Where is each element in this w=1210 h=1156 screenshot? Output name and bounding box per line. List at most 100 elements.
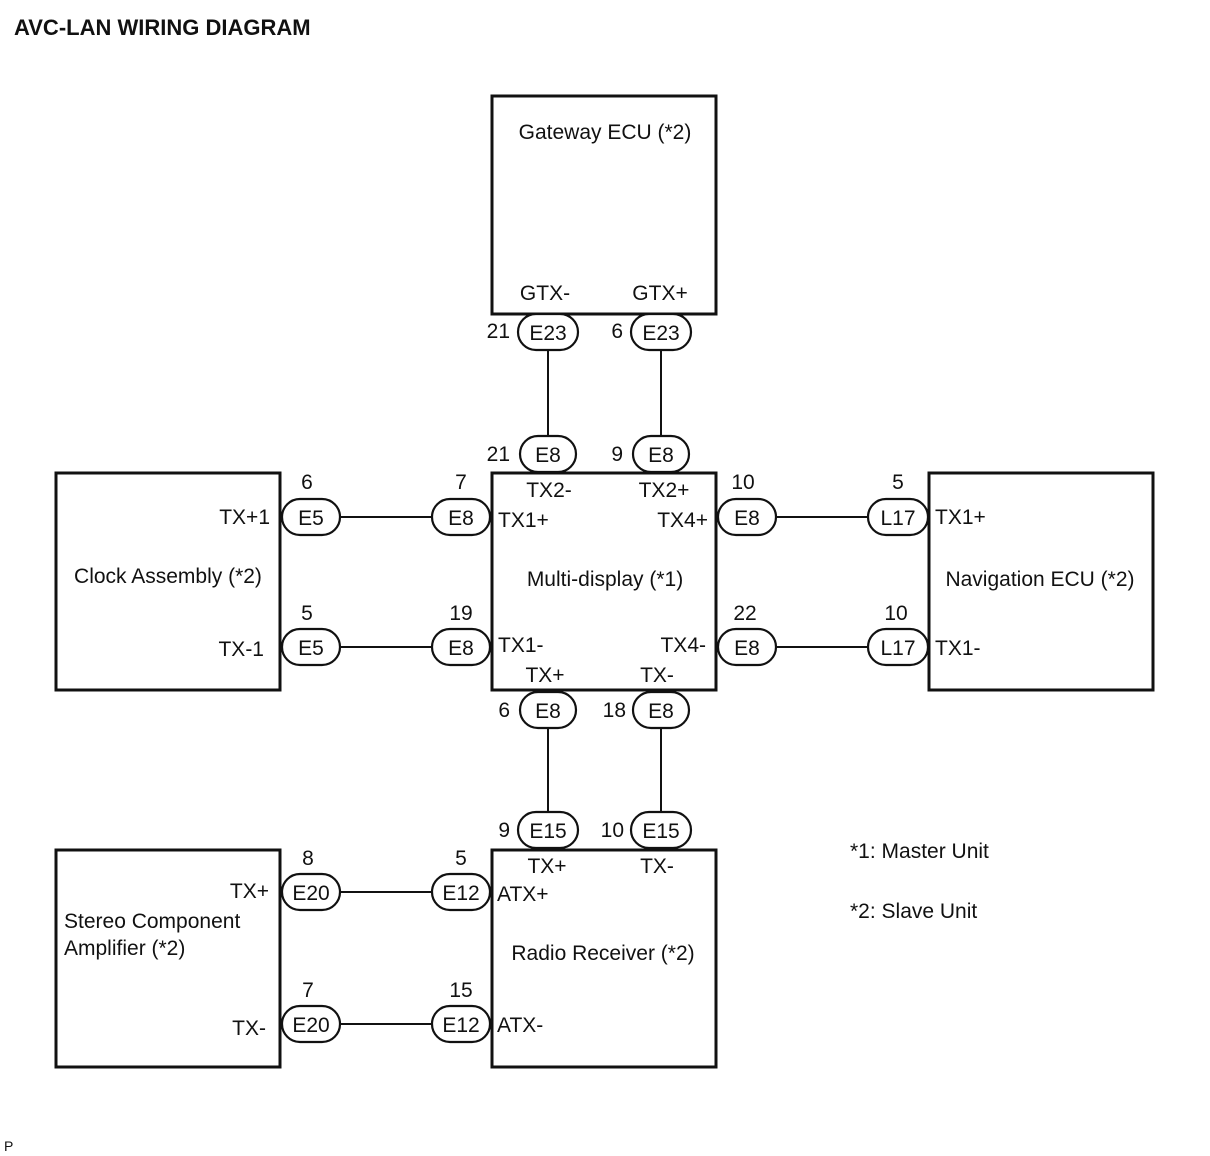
- connector-nav-a: L17 5: [866, 471, 930, 537]
- gateway-gtx-minus-label: GTX-: [520, 282, 570, 305]
- connector-pill: [430, 627, 492, 667]
- connector-md-right-a: E8 10: [716, 471, 778, 537]
- connector-pill: [518, 690, 578, 730]
- connector-code: E20: [292, 882, 329, 905]
- connector-pill: [866, 627, 930, 667]
- connector-code: E8: [648, 700, 674, 723]
- pin-number: 5: [455, 847, 467, 870]
- md-tx1-plus-label: TX1+: [498, 509, 549, 532]
- pin-number: 21: [487, 320, 510, 343]
- note-master-unit: *1: Master Unit: [850, 840, 989, 863]
- clock-tx-minus1-label: TX-1: [218, 638, 264, 661]
- connector-code: E23: [529, 322, 566, 345]
- pin-number: 7: [455, 471, 467, 494]
- stereo-amplifier-label-line1: Stereo Component: [64, 910, 240, 933]
- connector-md-top-a: E8 21: [487, 434, 578, 474]
- connector-code: E23: [642, 322, 679, 345]
- connector-pill: [631, 690, 691, 730]
- multi-display-box: [490, 471, 718, 692]
- stereo-amplifier-box: [54, 848, 282, 1069]
- connector-pill: [280, 1004, 342, 1044]
- md-tx2-plus-label: TX2+: [639, 479, 690, 502]
- connector-code: E8: [535, 700, 561, 723]
- pin-number: 5: [892, 471, 904, 494]
- radio-receiver: Radio Receiver (*2) TX+ TX- ATX+ ATX-: [490, 848, 718, 1069]
- multi-display-label: Multi-display (*1): [527, 568, 683, 591]
- pin-number: 15: [449, 979, 472, 1002]
- connector-md-right-b: E8 22: [716, 602, 778, 667]
- stereo-component-amplifier: Stereo Component Amplifier (*2) TX+ TX-: [54, 848, 282, 1069]
- pin-number: 6: [301, 471, 313, 494]
- connector-pill: [716, 497, 778, 537]
- gateway-ecu-box: [490, 94, 718, 316]
- pin-number: 19: [449, 602, 472, 625]
- connector-radio-top-b: E15 10: [601, 810, 693, 850]
- connector-pill: [280, 872, 342, 912]
- wires: [340, 350, 868, 1025]
- clock-tx-plus1-label: TX+1: [219, 506, 270, 529]
- connector-code: E8: [648, 444, 674, 467]
- connector-pill: [430, 872, 492, 912]
- connector-radio-top-a: E15 9: [498, 810, 580, 850]
- pin-number: 8: [302, 847, 314, 870]
- connector-code: E20: [292, 1014, 329, 1037]
- gateway-gtx-plus-label: GTX+: [632, 282, 687, 305]
- navigation-ecu-box: [927, 471, 1155, 692]
- connector-radio-left-b: E12 15: [430, 979, 492, 1044]
- connector-code: E5: [298, 637, 324, 660]
- connector-code: E8: [448, 507, 474, 530]
- connector-code: E12: [442, 882, 479, 905]
- multi-display: Multi-display (*1) TX2- TX2+ TX1+ TX4+ T…: [490, 471, 718, 692]
- gateway-ecu: Gateway ECU (*2) GTX- GTX+: [490, 94, 718, 316]
- connector-pill: [280, 497, 342, 537]
- pin-number: 6: [611, 320, 623, 343]
- gateway-ecu-label: Gateway ECU (*2): [519, 121, 692, 144]
- connector-pill: [516, 810, 580, 850]
- connector-pill: [716, 627, 778, 667]
- footer-mark: P: [4, 1138, 13, 1154]
- connector-code: E8: [734, 507, 760, 530]
- connector-pill: [430, 1004, 492, 1044]
- pin-number: 21: [487, 443, 510, 466]
- pin-number: 22: [733, 602, 756, 625]
- pin-number: 7: [302, 979, 314, 1002]
- connector-code: E8: [734, 637, 760, 660]
- radio-receiver-box: [490, 848, 718, 1069]
- connector-code: E8: [535, 444, 561, 467]
- connector-pill: [516, 312, 580, 352]
- connector-stereo-b: E20 7: [280, 979, 342, 1044]
- stereo-amplifier-label-line2: Amplifier (*2): [64, 937, 185, 960]
- pin-number: 18: [603, 699, 626, 722]
- connector-md-bot-a: E8 6: [498, 690, 578, 730]
- connector-code: E15: [642, 820, 679, 843]
- connector-code: L17: [880, 637, 915, 660]
- navigation-ecu-label: Navigation ECU (*2): [945, 568, 1134, 591]
- md-tx4-plus-label: TX4+: [657, 509, 708, 532]
- connector-stereo-a: E20 8: [280, 847, 342, 912]
- connector-code: E5: [298, 507, 324, 530]
- connector-clock-b: E5 5: [280, 602, 342, 667]
- md-tx-minus-label: TX-: [640, 664, 674, 687]
- radio-atx-plus-label: ATX+: [497, 883, 549, 906]
- diagram-title: AVC-LAN WIRING DIAGRAM: [14, 15, 311, 40]
- connector-pill: [631, 434, 691, 474]
- clock-assembly-box: [54, 471, 282, 692]
- pin-number: 6: [498, 699, 510, 722]
- connector-gw-b: E23 6: [611, 312, 693, 352]
- radio-tx-plus-label: TX+: [527, 855, 566, 878]
- connector-clock-a: E5 6: [280, 471, 342, 537]
- stereo-tx-minus-label: TX-: [232, 1017, 266, 1040]
- md-tx2-minus-label: TX2-: [526, 479, 572, 502]
- connector-pill: [629, 312, 693, 352]
- connector-md-top-b: E8 9: [611, 434, 691, 474]
- md-tx-plus-label: TX+: [525, 664, 564, 687]
- nav-tx1-plus-label: TX1+: [935, 506, 986, 529]
- connector-code: L17: [880, 507, 915, 530]
- connector-md-bot-b: E8 18: [603, 690, 691, 730]
- connector-pill: [866, 497, 930, 537]
- connector-pill: [430, 497, 492, 537]
- connector-code: E8: [448, 637, 474, 660]
- note-slave-unit: *2: Slave Unit: [850, 900, 977, 923]
- clock-assembly-label: Clock Assembly (*2): [74, 565, 262, 588]
